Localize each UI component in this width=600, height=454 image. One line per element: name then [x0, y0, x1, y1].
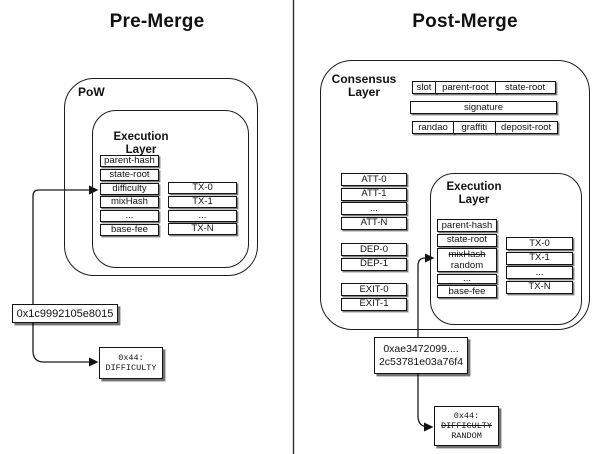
random-hash-value: 0xae3472099.... 2c53781e03a76f4: [374, 337, 468, 374]
field-mixhash-strikethrough: mixHash: [448, 249, 486, 261]
tx-ellipsis-right: ...: [506, 266, 573, 280]
tx-n-right: TX-N: [506, 280, 573, 294]
tx-0-right: TX-0: [506, 237, 573, 250]
hash-text-line1: 0xae3472099....: [383, 342, 459, 355]
attestation-list: ATT-0 ATT-1 ... ATT-N: [341, 173, 407, 231]
field-base-fee: base-fee: [100, 223, 159, 236]
field-slot: slot: [412, 81, 436, 94]
slot-address: 0x44:: [118, 353, 144, 363]
exit-list: EXIT-0 EXIT-1: [341, 283, 407, 312]
pre-merge-connector-line: [32, 189, 90, 363]
exit-0: EXIT-0: [341, 283, 407, 296]
att-0: ATT-0: [341, 173, 407, 186]
dep-0: DEP-0: [341, 243, 407, 256]
execution-layer-container-right: [430, 173, 582, 325]
field-parent-hash: parent-hash: [100, 155, 159, 167]
tx-n: TX-N: [168, 223, 237, 236]
slot-value-difficulty: DIFFICULTY: [105, 363, 157, 373]
hash-text-line2: 2c53781e03a76f4: [378, 355, 464, 368]
field-state-root-beacon: state-root: [494, 81, 556, 94]
transaction-list-right: TX-0 TX-1 ... TX-N: [506, 237, 573, 295]
block-header-fields-left: parent-hash state-root difficulty mixHas…: [100, 155, 159, 238]
field-deposit-root: deposit-root: [494, 121, 558, 134]
field-parent-hash-right: parent-hash: [437, 219, 497, 232]
tx-ellipsis: ...: [168, 209, 237, 222]
field-graffiti: graffiti: [452, 121, 496, 134]
block-header-fields-right: parent-hash state-root mixHash random ..…: [437, 219, 497, 300]
field-state-root: state-root: [100, 168, 159, 181]
beacon-header-row: slot parent-root state-root: [412, 81, 556, 94]
consensus-layer-label: Consensus Layer: [331, 72, 397, 99]
att-1: ATT-1: [341, 187, 407, 201]
slot-value-difficulty-strikethrough: DIFFICULTY: [440, 421, 492, 431]
field-ellipsis: ...: [100, 210, 159, 223]
field-random: random: [450, 260, 484, 272]
difficulty-hash-value: 0x1c9992105e8015: [12, 304, 118, 323]
execution-layer-label-right: Execution Layer: [446, 181, 502, 206]
post-merge-title: Post-Merge: [412, 11, 518, 32]
field-randao: randao: [412, 121, 454, 134]
slot-value-random: RANDOM: [451, 431, 482, 441]
tx-0: TX-0: [168, 182, 237, 194]
execution-layer-label-left: Execution Layer: [113, 131, 169, 156]
tx-1-right: TX-1: [506, 251, 573, 265]
exit-1: EXIT-1: [341, 297, 407, 311]
hash-text: 0x1c9992105e8015: [16, 307, 114, 320]
consensus-layer-container: [320, 60, 590, 330]
beacon-meta-row: randao graffiti deposit-root: [412, 121, 558, 134]
deposit-list: DEP-0 DEP-1: [341, 243, 407, 272]
field-base-fee-right: base-fee: [437, 285, 497, 299]
field-mixhash: mixHash: [100, 196, 159, 209]
tx-1: TX-1: [168, 195, 237, 208]
execution-layer-container-left: [92, 110, 249, 268]
arrowhead-difficulty-slot: [89, 357, 99, 367]
field-parent-root: parent-root: [434, 81, 496, 94]
storage-slot-right: 0x44: DIFFICULTY RANDOM: [434, 406, 499, 446]
arrowhead-random-slot: [424, 422, 434, 432]
pow-block-container: [64, 78, 258, 276]
slot-address-right: 0x44:: [453, 411, 480, 421]
signature-row: signature: [410, 101, 557, 114]
field-mixhash-random: mixHash random: [437, 248, 497, 273]
field-difficulty: difficulty: [100, 182, 159, 195]
arrowhead-random: [425, 253, 435, 263]
dep-1: DEP-1: [341, 257, 407, 271]
att-ellipsis: ...: [341, 202, 407, 216]
field-signature: signature: [410, 101, 557, 114]
field-state-root-right: state-root: [437, 233, 497, 247]
att-n: ATT-N: [341, 216, 407, 230]
pre-merge-title: Pre-Merge: [109, 11, 205, 32]
transaction-list-left: TX-0 TX-1 ... TX-N: [168, 182, 237, 237]
arrowhead-difficulty: [89, 185, 99, 195]
storage-slot-left: 0x44: DIFFICULTY: [99, 347, 163, 379]
pow-label: PoW: [78, 85, 105, 99]
field-ellipsis-right: ...: [437, 273, 497, 284]
